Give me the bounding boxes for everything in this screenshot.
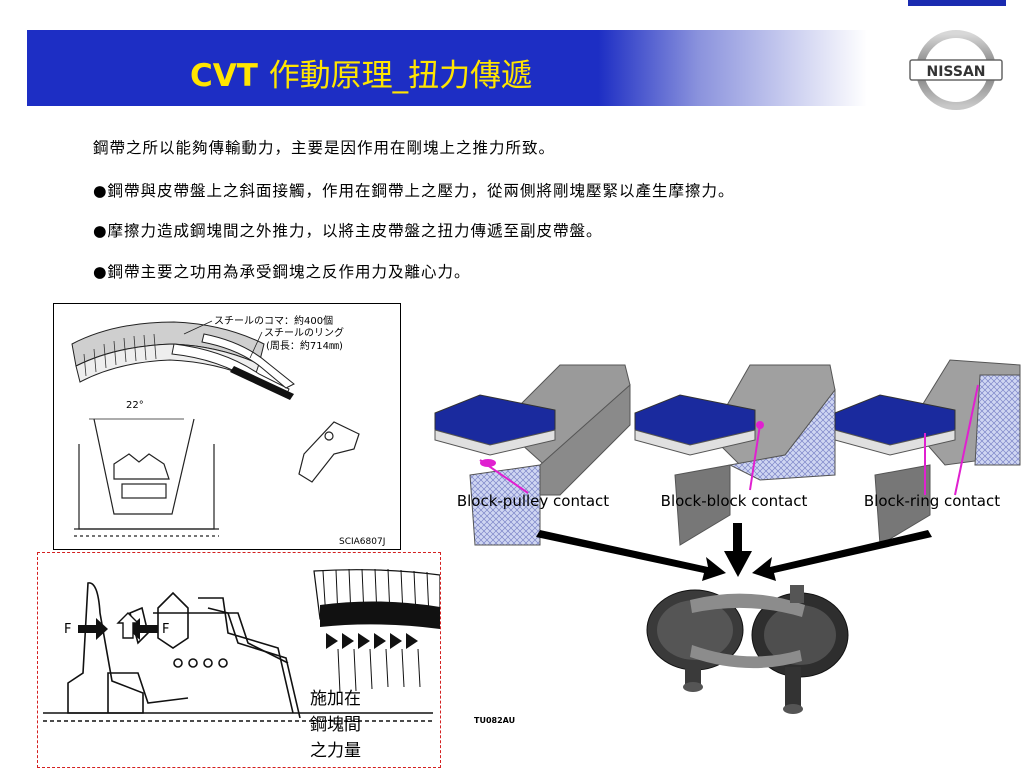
figure-code-right: TU082AU xyxy=(474,716,515,725)
contact-types-figure: Block-pulley contact Block-block contact… xyxy=(434,359,1021,725)
arrow-left xyxy=(536,530,726,581)
angle-label: 22° xyxy=(126,400,144,411)
title-bar xyxy=(27,30,867,106)
force-drawing: F F xyxy=(43,568,441,722)
label-ring: スチールのリング xyxy=(264,326,344,339)
logo-text: NISSAN xyxy=(926,64,985,80)
title-prefix: CVT xyxy=(190,58,269,94)
arrow-right xyxy=(752,530,932,581)
force-caption-line-1: 施加在 xyxy=(310,689,361,709)
label-blocks: スチールのコマ：約400個 xyxy=(214,314,333,327)
steel-belt-figure: スチールのコマ：約400個 スチールのリング (周長：約714㎜) 22° SC… xyxy=(53,303,401,550)
block-block-model xyxy=(634,364,836,546)
slide-title: CVT 作動原理_扭力傳遞 xyxy=(190,50,532,95)
block-pulley-model xyxy=(434,364,631,546)
force-right-label: F xyxy=(162,622,169,637)
nissan-logo: NISSAN xyxy=(909,30,1003,110)
title-main: 作動原理_扭力傳遞 xyxy=(268,58,533,94)
cvt-pulley-model xyxy=(646,585,849,714)
force-caption-line-2: 鋼塊間 xyxy=(310,715,361,735)
label-length: (周長：約714㎜) xyxy=(266,339,343,352)
force-caption: 施加在 鋼塊間 之力量 xyxy=(310,686,361,764)
force-left-label: F xyxy=(64,622,71,637)
arrow-center xyxy=(724,551,752,577)
bullet-line-4: ●鋼帶主要之功用為承受鋼塊之反作用力及離心力。 xyxy=(93,263,471,281)
block-ring-model xyxy=(834,359,1021,546)
bullet-line-1: 鋼帶之所以能夠傳輸動力，主要是因作用在剛塊上之推力所致。 xyxy=(93,139,556,157)
caption-block-ring: Block-ring contact xyxy=(864,492,1000,510)
bullet-line-2: ●鋼帶與皮帶盤上之斜面接觸，作用在鋼帶上之壓力，從兩側將剛塊壓緊以產生摩擦力。 xyxy=(93,182,735,200)
steel-belt-drawing: スチールのコマ：約400個 スチールのリング (周長：約714㎜) 22° SC… xyxy=(71,314,385,547)
top-accent-bar xyxy=(908,0,1006,6)
bullet-line-3: ●摩擦力造成鋼塊間之外推力，以將主皮帶盤之扭力傳遞至副皮帶盤。 xyxy=(93,222,603,240)
caption-block-block: Block-block contact xyxy=(661,492,808,510)
force-caption-line-3: 之力量 xyxy=(310,741,361,761)
figure-code: SCIA6807J xyxy=(339,537,385,547)
caption-block-pulley: Block-pulley contact xyxy=(457,492,609,510)
force-figure: F F xyxy=(37,552,441,768)
